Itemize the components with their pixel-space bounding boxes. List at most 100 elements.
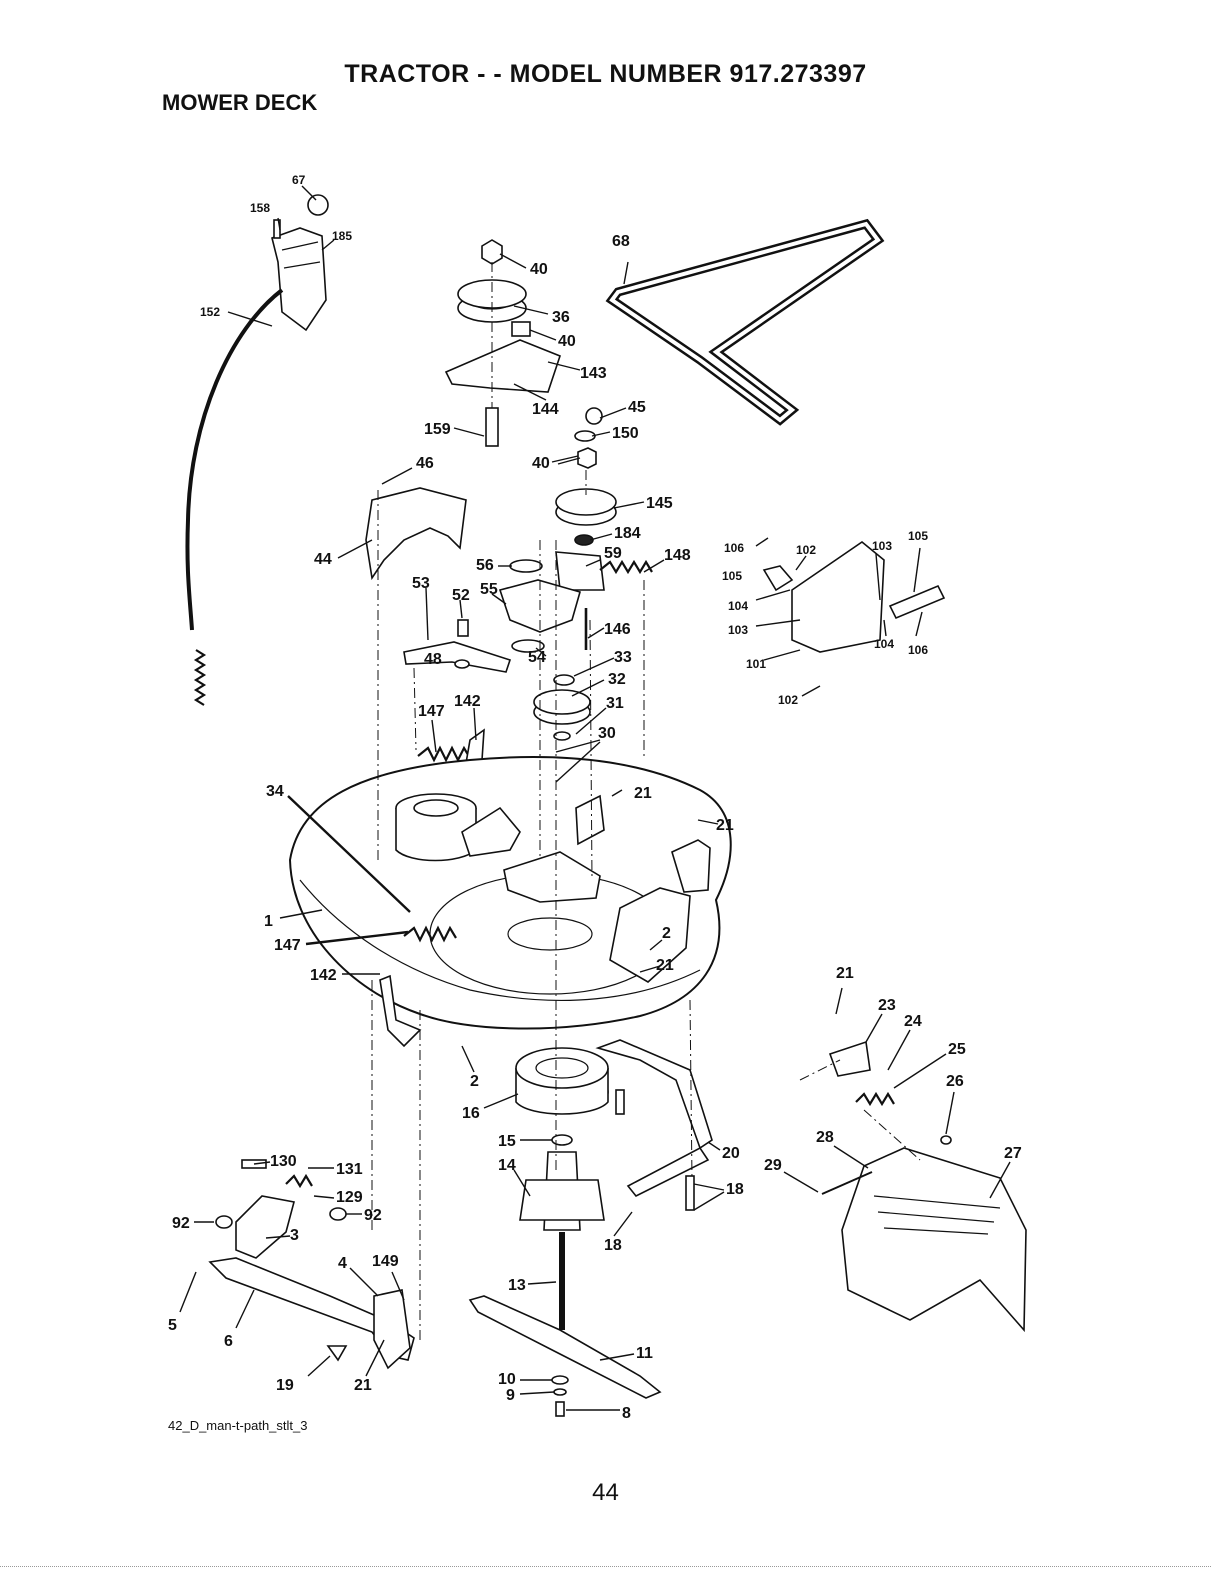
callout: 105 [908,529,928,543]
callout: 104 [874,637,894,651]
callout: 40 [530,261,548,278]
callout: 184 [614,525,641,542]
mandrel-pulley [533,674,591,741]
callout: 21 [716,817,734,834]
callout: 9 [506,1387,515,1404]
page-title: TRACTOR - - MODEL NUMBER 917.273397 [344,60,867,88]
callout: 16 [462,1105,480,1122]
lift-bracket-3 [235,1195,295,1259]
callout: 2 [662,925,671,942]
callout: 53 [412,575,430,592]
callout: 21 [836,965,854,982]
callout: 148 [664,547,691,564]
callout: 2 [470,1073,479,1090]
spring-147-upper [417,745,471,763]
callout: 143 [580,365,607,382]
callout: 105 [722,569,742,583]
callout: 21 [634,785,652,802]
callout: 11 [636,1345,653,1362]
mulch-cover [841,1147,1027,1333]
callout: 21 [354,1377,372,1394]
spindle-housing [515,1047,609,1115]
callout: 6 [224,1333,233,1350]
callout: 3 [290,1227,299,1244]
callout: 56 [476,557,494,574]
callout: 104 [728,599,748,613]
callout: 30 [598,725,616,742]
callout: 23 [878,997,896,1014]
callout: 32 [608,671,626,688]
discharge-chute-deflector [791,541,885,653]
callout: 8 [622,1405,631,1422]
callout: 102 [796,543,816,557]
callout: 33 [614,649,632,666]
callout: 129 [336,1189,363,1206]
callout: 145 [646,495,673,512]
callout: 1 [264,913,273,930]
callout: 149 [372,1253,399,1270]
callout: 92 [172,1215,190,1232]
lift-link-6 [208,1257,415,1361]
belt-cover-left [365,487,467,581]
callout: 59 [604,545,622,562]
callout: 25 [948,1041,966,1058]
leader-lines [179,185,1011,1411]
callout: 54 [528,649,546,666]
callout: 28 [816,1129,834,1146]
callout: 103 [872,539,892,553]
deck-spindle-left [395,793,477,862]
callout: 103 [728,623,748,637]
callout: 14 [498,1157,516,1174]
callout: 18 [604,1237,622,1254]
idler-stack-top [444,239,561,447]
callout: 101 [746,657,766,671]
idler-arm [403,641,512,673]
callout: 19 [276,1377,294,1394]
callout: 131 [336,1161,363,1178]
callout: 10 [498,1371,516,1388]
callout: 15 [498,1133,516,1150]
callout-labels: 67 158 185 152 40 36 40 143 144 159 45 1… [168,173,1022,1422]
support-arm-20 [595,1039,713,1150]
callout: 55 [480,581,498,598]
callout: 24 [904,1013,922,1030]
callout: 52 [452,587,470,604]
callout: 146 [604,621,631,638]
callout: 150 [612,425,639,442]
callout: 130 [270,1153,297,1170]
callout: 144 [532,401,559,418]
callout: 20 [722,1145,740,1162]
callout: 26 [946,1073,964,1090]
callout: 106 [908,643,928,657]
callout: 142 [454,693,481,710]
callout: 67 [292,173,306,187]
callout: 18 [726,1181,744,1198]
callout: 40 [532,455,550,472]
drive-belt [605,218,885,426]
callout: 27 [1004,1145,1022,1162]
lift-control-bracket [271,194,329,332]
page-number: 44 [592,1479,619,1506]
callout: 158 [250,201,270,215]
callout: 102 [778,693,798,707]
spring-148 [599,559,653,575]
callout: 21 [656,957,674,974]
callout: 159 [424,421,451,438]
callout: 36 [552,309,570,326]
figure-id: 42_D_man-t-path_stlt_3 [168,1418,308,1433]
callout: 29 [764,1157,782,1174]
cable-spring [193,649,207,706]
callout: 185 [332,229,352,243]
callout: 92 [364,1207,382,1224]
callout: 5 [168,1317,177,1334]
callout: 13 [508,1277,526,1294]
callout: 4 [338,1255,347,1272]
callout: 44 [314,551,332,568]
callout: 45 [628,399,646,416]
callout: 40 [558,333,576,350]
callout: 152 [200,305,220,319]
section-title: MOWER DECK [162,90,318,115]
mower-blade [468,1295,662,1399]
callout: 31 [606,695,624,712]
